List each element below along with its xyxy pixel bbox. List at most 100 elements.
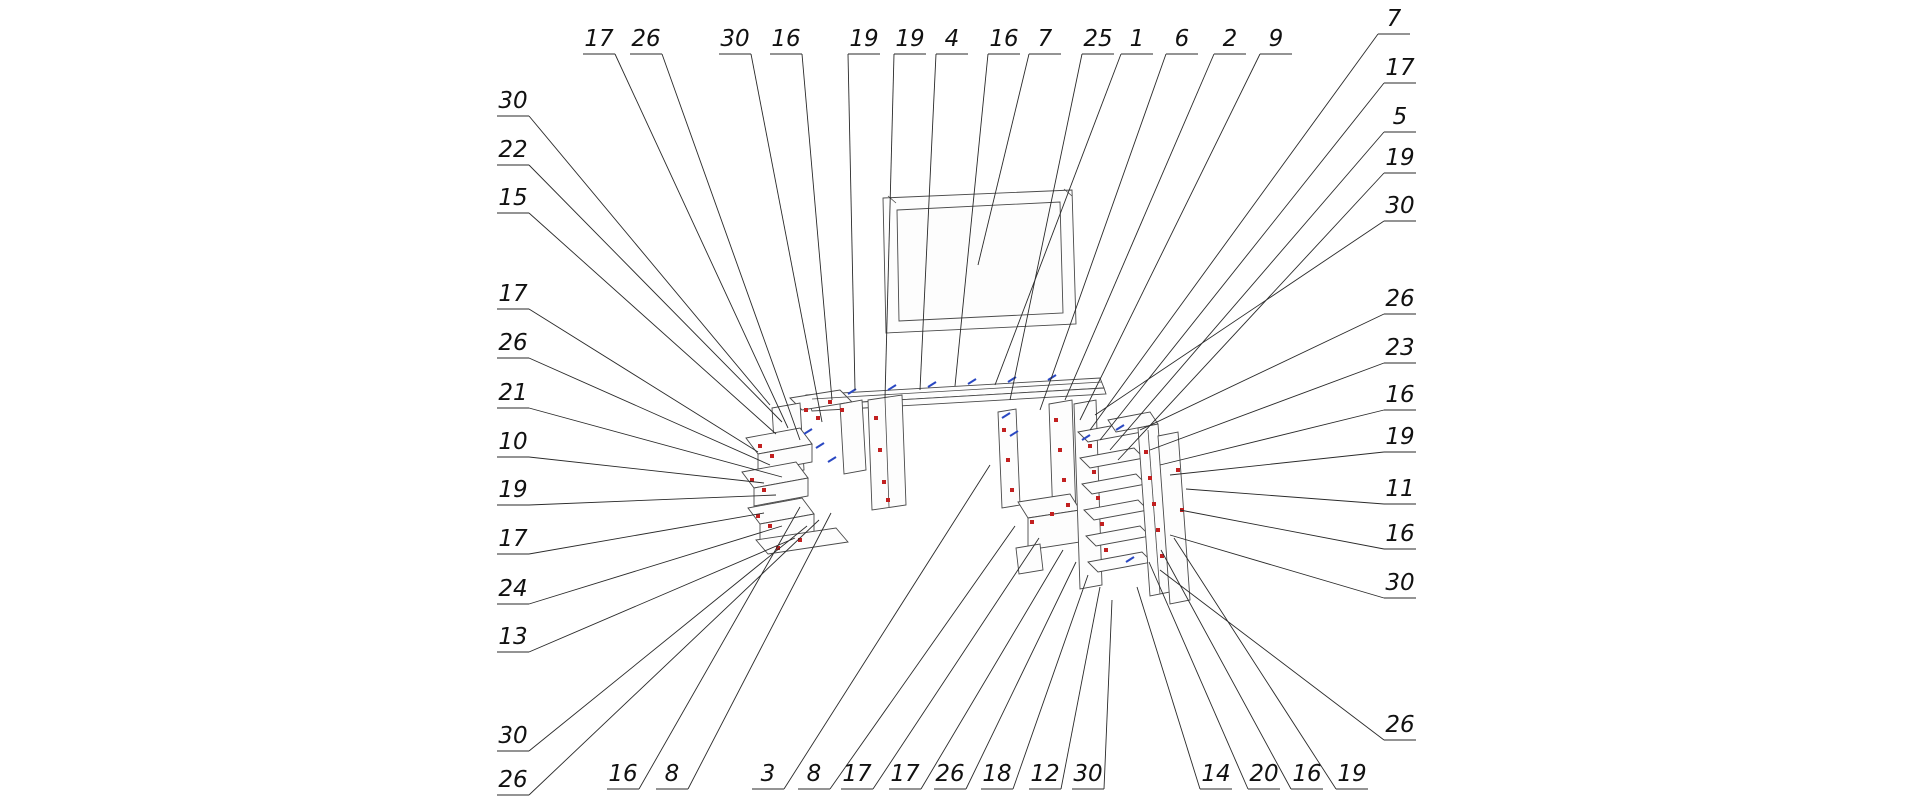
fastener-mark-red [798, 538, 802, 542]
fastener-mark-red [1092, 470, 1096, 474]
fastener-mark-red [776, 546, 780, 550]
callout-number: 12 [1030, 761, 1059, 787]
callout-leader-line [783, 464, 991, 790]
callout-leader-line [1148, 561, 1249, 790]
fastener-mark-red [762, 488, 766, 492]
callout-number: 30 [720, 26, 749, 52]
edge-line [1147, 429, 1161, 595]
fastener-mark-blue [1081, 434, 1091, 441]
fastener-mark-red [1152, 502, 1156, 506]
fastener-mark-blue [967, 378, 977, 385]
callout-number: 7 [1387, 6, 1402, 32]
fastener-mark-red [1100, 522, 1104, 526]
fastener-mark-blue [1115, 424, 1125, 431]
callout-number: 19 [895, 26, 924, 52]
callout-number: 11 [1385, 476, 1414, 502]
callout-number: 26 [1385, 286, 1414, 312]
fastener-mark-blue [1047, 374, 1057, 381]
callout-leader-line [528, 537, 796, 653]
callout-number: 13 [498, 624, 527, 650]
callout-number: 26 [1385, 712, 1414, 738]
callout-number: 25 [1083, 26, 1112, 52]
fastener-mark-red [768, 524, 772, 528]
callout-number: 30 [498, 723, 527, 749]
callout-leader-line [1103, 599, 1113, 790]
fastener-mark-red [1062, 478, 1066, 482]
fastener-mark-blue [1001, 412, 1011, 419]
callout-number: 17 [1385, 55, 1415, 81]
fastener-mark-blue [803, 428, 813, 435]
callout-leader-line [528, 308, 759, 453]
callout-leader-line [528, 525, 783, 605]
callout-number: 1 [1130, 26, 1145, 52]
callout-number: 5 [1393, 104, 1408, 130]
callout-leader-line [965, 561, 1077, 790]
callout-leader-line [638, 506, 801, 790]
callout-leader-line [994, 53, 1122, 386]
callout-number: 17 [584, 26, 614, 52]
callout-number: 16 [1385, 382, 1414, 408]
callout-number: 19 [1385, 145, 1414, 171]
fastener-mark-red [758, 444, 762, 448]
fastener-mark-red [1088, 444, 1092, 448]
fastener-mark-red [882, 480, 886, 484]
callout-number: 2 [1223, 26, 1238, 52]
callout-number: 20 [1249, 761, 1278, 787]
callout-number: 16 [608, 761, 637, 787]
hutch-side-right [839, 399, 867, 475]
callout-number: 17 [498, 281, 528, 307]
fastener-mark-red [1160, 554, 1164, 558]
callout-leader-line [977, 53, 1030, 266]
fastener-mark-red [1176, 468, 1180, 472]
callout-leader-line [528, 407, 783, 478]
callout-leader-line [847, 53, 856, 391]
fastener-mark-red [1006, 458, 1010, 462]
callout-leader-line [1179, 509, 1385, 550]
callout-leader-line [1169, 451, 1385, 476]
fastener-mark-red [1054, 418, 1058, 422]
fastener-mark-blue [1125, 556, 1135, 563]
callout-leader-line [528, 164, 783, 423]
callout-number: 8 [807, 761, 822, 787]
callout-leader-line [528, 512, 765, 555]
callout-number: 16 [1385, 521, 1414, 547]
callout-leader-line [1149, 362, 1385, 451]
callout-number: 26 [498, 330, 527, 356]
callout-leader-line [528, 456, 765, 484]
fastener-mark-red [1148, 476, 1152, 480]
callout-number: 9 [1269, 26, 1284, 52]
callout-number: 19 [498, 477, 527, 503]
callout-number: 30 [1073, 761, 1102, 787]
callout-leader-line [750, 53, 823, 423]
callout-leader-line [920, 549, 1064, 790]
callout-number: 16 [771, 26, 800, 52]
callout-number: 26 [935, 761, 964, 787]
callout-number: 19 [849, 26, 878, 52]
callout-number: 15 [498, 185, 527, 211]
callout-leader-line [1139, 313, 1385, 431]
fastener-mark-red [1096, 496, 1100, 500]
callout-number: 23 [1385, 335, 1414, 361]
callout-leader-line [528, 519, 820, 796]
fastener-mark-red [1010, 488, 1014, 492]
callout-leader-line [1099, 82, 1385, 441]
fastener-mark-red [886, 498, 890, 502]
callout-leader-line [528, 212, 777, 435]
callout-leader-line [528, 357, 771, 466]
callout-number: 17 [890, 761, 920, 787]
fastener-mark-blue [887, 384, 897, 391]
fastener-mark-red [750, 478, 754, 482]
fastener-mark-red [878, 448, 882, 452]
fastener-mark-red [756, 514, 760, 518]
callout-leader-line [1159, 569, 1385, 741]
callout-leader-line [528, 525, 808, 752]
fastener-mark-blue [827, 456, 837, 463]
callout-leader-line [1109, 131, 1385, 451]
callout-number: 16 [989, 26, 1018, 52]
callout-number: 6 [1175, 26, 1190, 52]
right-side-panel-2 [1157, 431, 1191, 605]
callout-leader-line [1169, 534, 1385, 599]
fastener-mark-red [816, 416, 820, 420]
